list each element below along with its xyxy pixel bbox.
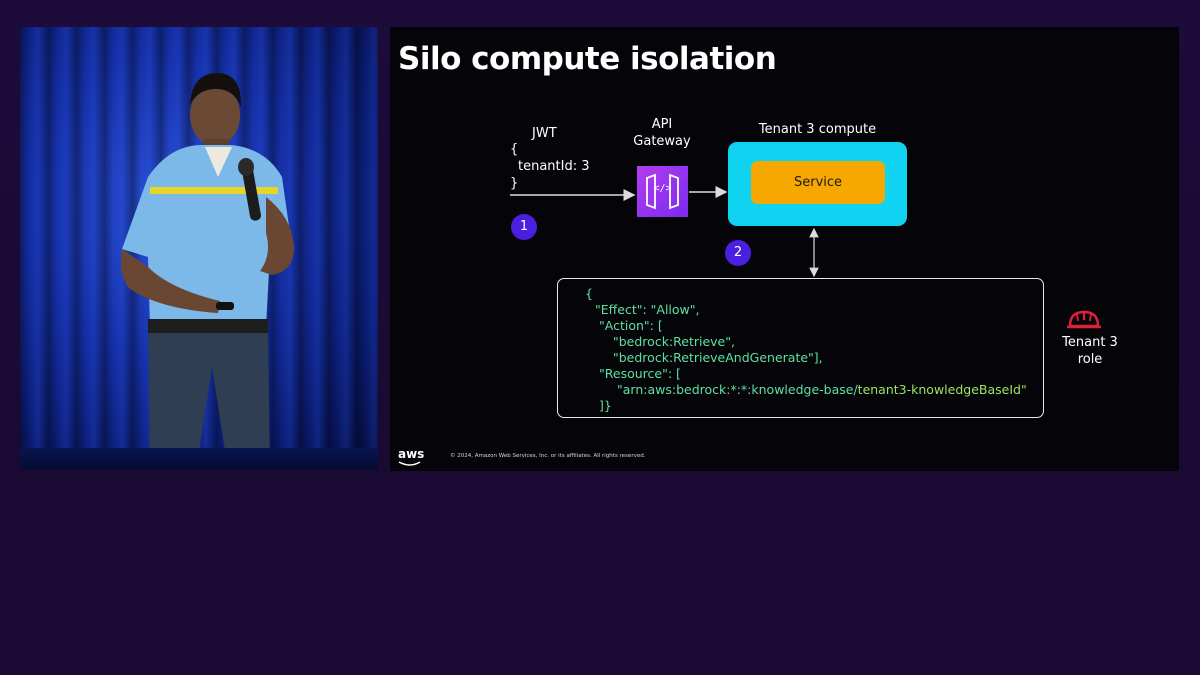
aws-logo-text: aws (398, 447, 425, 461)
policy-line-4: "bedrock:RetrieveAndGenerate"], (613, 350, 823, 365)
jwt-open-brace: { (510, 142, 519, 157)
aws-smile-icon (398, 461, 421, 466)
policy-line-3: "bedrock:Retrieve", (613, 334, 735, 349)
tenant-role-label: Tenant 3 role (1050, 334, 1130, 368)
policy-line-2: "Action": [ (599, 318, 663, 333)
speaker-video (20, 27, 378, 470)
jwt-claim: tenantId: 3 (518, 159, 590, 174)
policy-line-6: "arn:aws:bedrock:*:*:knowledge-base/tena… (617, 382, 1027, 398)
api-gateway-label: API Gateway (622, 116, 702, 150)
slide-title: Silo compute isolation (398, 41, 777, 77)
step-1-badge: 1 (511, 214, 537, 240)
policy-line-0: { (585, 286, 593, 301)
iam-role-helmet-icon (1066, 308, 1102, 332)
api-gateway-glyph: </> (653, 183, 672, 194)
jwt-close-brace: } (510, 176, 519, 191)
service-box: Service (751, 161, 885, 204)
jwt-payload: { tenantId: 3 } (510, 141, 590, 192)
api-gateway-label-line2: Gateway (633, 134, 691, 149)
presentation-slide: Silo compute isolation JWT { tenantId: 3… (390, 27, 1179, 471)
policy-resource-arn: "arn:aws:bedrock:*:*:knowledge-base/ (617, 382, 858, 397)
policy-line-5: "Resource": [ (599, 366, 681, 381)
policy-resource-id: tenant3-knowledgeBaseId" (857, 382, 1027, 397)
tenant-compute-label: Tenant 3 compute (758, 122, 877, 137)
api-gateway-label-line1: API (651, 117, 673, 132)
step-2-badge: 2 (725, 240, 751, 266)
policy-line-1: "Effect": "Allow", (595, 302, 700, 317)
iam-policy-box (557, 278, 1044, 418)
tenant-role-label-line1: Tenant 3 (1062, 335, 1118, 350)
policy-line-8: ]} (599, 398, 612, 413)
jwt-label: JWT (532, 126, 557, 141)
speaker-figure (121, 73, 294, 470)
copyright-text: © 2024, Amazon Web Services, Inc. or its… (450, 453, 646, 459)
api-gateway-icon: </> (637, 166, 688, 217)
aws-logo: aws (398, 447, 425, 466)
tenant-role-label-line2: role (1077, 352, 1103, 367)
connector-arrows (510, 186, 819, 278)
